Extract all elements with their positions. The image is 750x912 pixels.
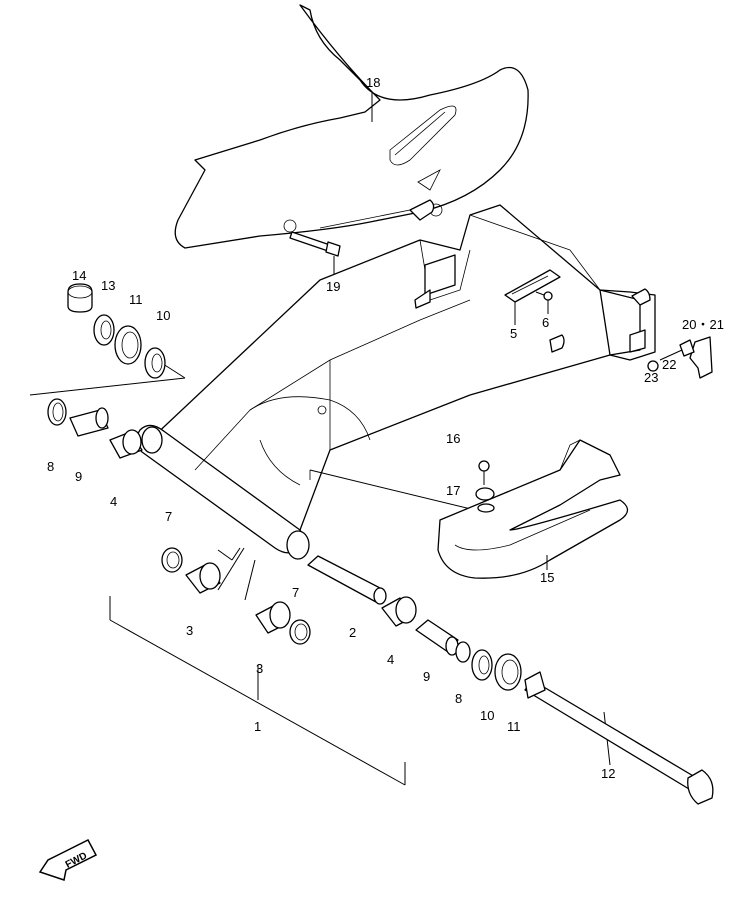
part-13-washer [93,314,115,346]
part-11-seal [114,325,142,365]
part-16-17-bolt-grommet [475,460,495,513]
callout-3: 3 [186,623,194,638]
callout-23: 23 [644,370,659,385]
callout-19: 19 [326,279,341,294]
part-9-collar [69,407,109,437]
leader-lines [29,92,611,786]
callout-2: 2 [349,625,357,640]
part-4-bearing [109,429,143,459]
callout-1: 1 [254,719,262,734]
part-10-washer-right [471,649,493,681]
callout-9-right: 9 [423,669,431,684]
callout-11-right: 11 [507,719,521,734]
part-9-collar-right [415,619,459,656]
callout-7: 7 [165,509,173,524]
part-3-bearing [185,562,221,594]
callout-18: 18 [366,75,381,90]
part-8-circlip-right [455,641,471,663]
callout-5: 5 [510,326,518,341]
part-18-chain-cover [174,4,529,249]
callout-4: 4 [110,494,118,509]
part-4-bearing-right [381,596,417,627]
callout-14: 14 [72,268,87,283]
callout-13: 13 [101,278,116,293]
callout-6: 6 [542,315,550,330]
part-7-circlip [161,547,183,573]
callout-16: 16 [446,431,461,446]
part-7-circlip-right [289,619,311,645]
callout-20-21: 20・21 [682,317,724,332]
callout-4-right: 4 [387,652,395,667]
part-12-pivot-shaft [524,671,714,805]
part-2-spacer [307,555,387,605]
callout-15: 15 [540,570,555,585]
callout-11: 11 [129,292,143,307]
part-15-chain-case [437,439,629,579]
callout-10-right: 10 [480,708,495,723]
part-20-23-adjuster [647,336,713,379]
part-8-circlip [47,398,67,426]
part-10-washer [144,347,166,379]
callout-10: 10 [156,308,171,323]
part-11-seal-right [494,653,522,691]
part-5-plate [504,269,561,325]
callout-7-right: 7 [292,585,300,600]
callout-8: 8 [47,459,55,474]
part-3-bearing-right [255,601,291,634]
callout-17: 17 [446,483,461,498]
part-6-screw [535,291,553,314]
callout-3-right: 3 [256,661,264,676]
part-1-swingarm [135,199,656,560]
callout-9: 9 [75,469,83,484]
part-14-cap [67,283,93,313]
callout-22: 22 [662,357,677,372]
callout-12: 12 [601,766,616,781]
fwd-arrow-logo: FWD [38,839,98,881]
part-19-bolt [289,231,341,275]
callout-8-right: 8 [455,691,463,706]
